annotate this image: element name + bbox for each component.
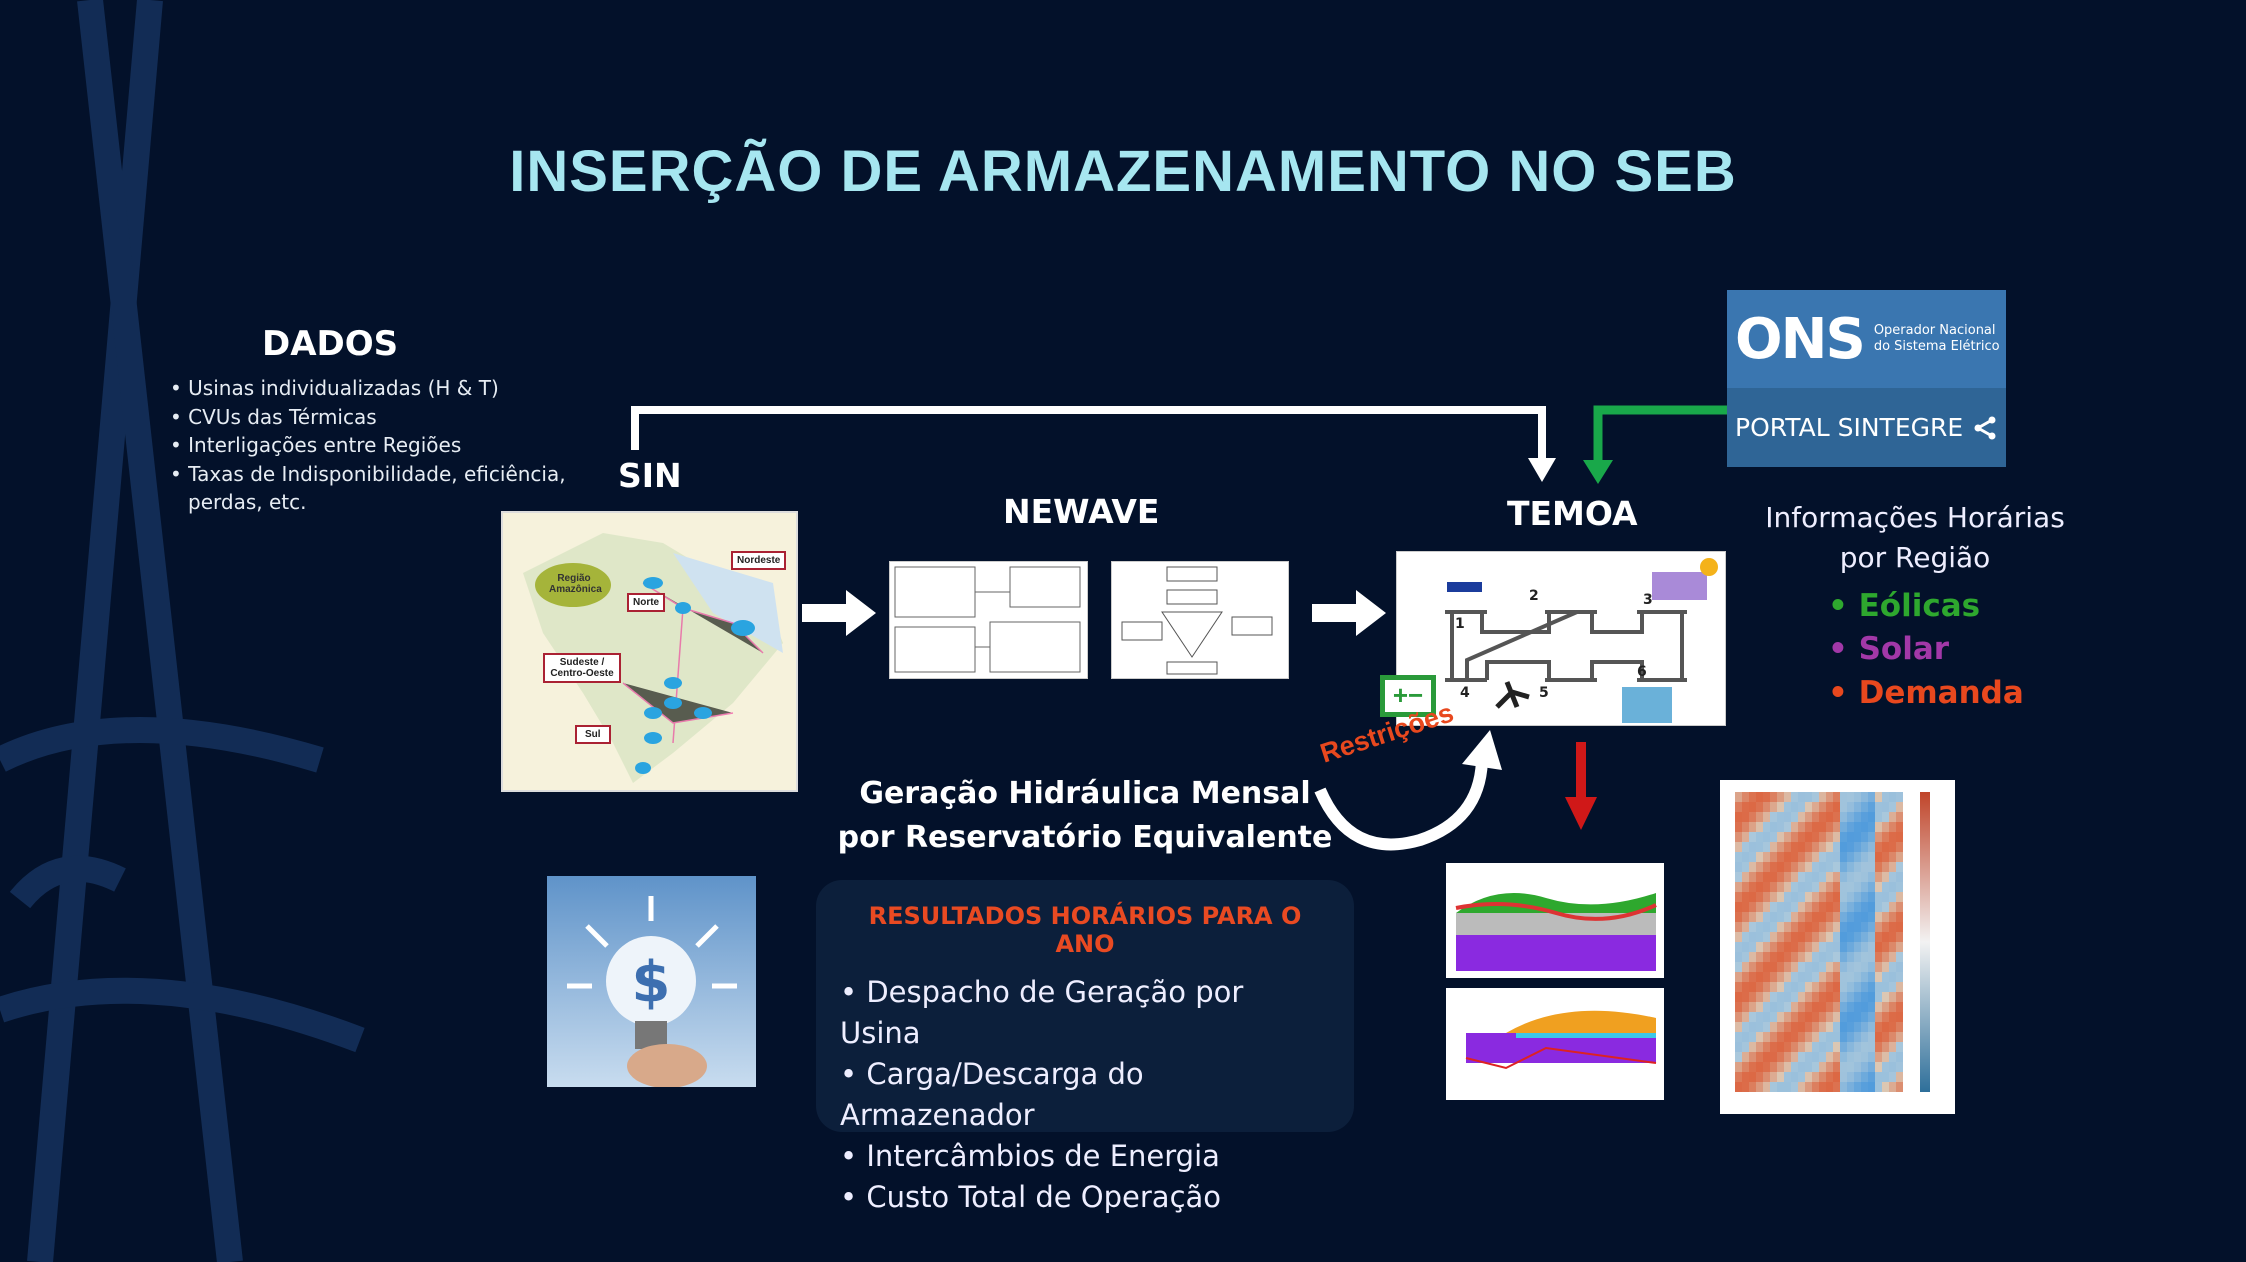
arrow-right-icon [1312, 590, 1386, 636]
info-item-eolicas: • Eólicas [1828, 588, 1981, 624]
storage-chart-image [1446, 988, 1664, 1100]
dados-item: perdas, etc. [170, 488, 566, 517]
bus-number: 5 [1539, 685, 1549, 701]
temoa-label: TEMOA [1507, 494, 1638, 533]
resultados-item: Intercâmbios de Energia [840, 1136, 1330, 1177]
dados-item: Interligações entre Regiões [170, 431, 566, 460]
dados-item: Usinas individualizadas (H & T) [170, 374, 566, 403]
newave-label: NEWAVE [1003, 492, 1160, 531]
geracao-line: por Reservatório Equivalente [837, 820, 1333, 855]
dados-item: CVUs das Térmicas [170, 403, 566, 432]
share-icon [1974, 416, 1996, 439]
info-item-solar: • Solar [1828, 631, 1950, 667]
map-label-nordeste: Nordeste [731, 551, 787, 570]
bus-number: 3 [1643, 592, 1653, 608]
dados-list: Usinas individualizadas (H & T) CVUs das… [170, 374, 566, 517]
resultados-heading: RESULTADOS HORÁRIOS PARA O ANO [868, 902, 1302, 958]
dados-heading: DADOS [262, 324, 399, 364]
map-label-norte: Norte [627, 593, 666, 612]
info-horarias: Informações Horárias por Região [1740, 498, 2090, 578]
sin-to-temoa-arrow [631, 406, 1556, 482]
dados-item: Taxas de Indisponibilidade, eficiência, [170, 460, 565, 489]
resultados-item: Custo Total de Operação [840, 1177, 1330, 1218]
info-line: Informações Horárias [1765, 501, 2065, 534]
bus-number: 4 [1460, 685, 1470, 701]
battery-icon: +− [1380, 675, 1436, 717]
arrow-right-icon [802, 590, 876, 636]
dispatch-chart-image [1446, 863, 1664, 978]
ons-subtitle: do Sistema Elétrico [1873, 339, 2000, 354]
map-label-sul: Sul [575, 725, 611, 744]
info-item-label: Demanda [1858, 675, 2024, 711]
map-label-sudeste: Sudeste / Centro-Oeste [543, 653, 621, 683]
geracao-hidraulica-text: Geração Hidráulica Mensal por Reservatóri… [820, 772, 1350, 860]
temoa-network-diagram: 1 2 3 4 5 6 [1396, 551, 1726, 726]
ons-subtitle: Operador Nacional [1873, 323, 1996, 338]
sin-label: SIN [618, 456, 682, 495]
resultados-item: Despacho de Geração por Usina [840, 972, 1330, 1054]
resultados-item: Carga/Descarga do Armazenador [840, 1054, 1330, 1136]
svg-text:$: $ [632, 950, 671, 1015]
info-item-label: Solar [1858, 631, 1950, 667]
restricoes-curved-arrow [1314, 730, 1502, 851]
sin-map-image: Região Amazônica Norte Nordeste Sudeste … [501, 511, 798, 792]
background-tower-pattern [0, 0, 365, 1262]
geracao-line: Geração Hidráulica Mensal [859, 776, 1311, 811]
dados-item-cont: perdas, etc. [188, 490, 307, 514]
info-line: por Região [1839, 541, 1991, 574]
ons-to-temoa-arrow [1583, 405, 1728, 484]
info-item-demanda: • Demanda [1828, 675, 2024, 711]
resultados-box: RESULTADOS HORÁRIOS PARA O ANO Despacho … [816, 880, 1354, 1214]
lightbulb-dollar-image: $ [547, 876, 756, 1088]
portal-sintegre-label: PORTAL SINTEGRE [1735, 413, 1964, 442]
newave-diagram-image-1 [889, 561, 1088, 679]
bus-number: 1 [1455, 616, 1465, 632]
map-label-amazonica: Região Amazônica [549, 573, 602, 595]
newave-diagram-image-2 [1111, 561, 1289, 679]
bus-number: 6 [1637, 664, 1647, 680]
heatmap-image [1720, 780, 1955, 1114]
down-arrow-red [1565, 742, 1597, 830]
bus-number: 2 [1529, 588, 1539, 604]
page-title: INSERÇÃO DE ARMAZENAMENTO NO SEB [509, 139, 1737, 204]
info-item-label: Eólicas [1858, 588, 1981, 624]
ons-logo: ONS [1735, 306, 1866, 372]
